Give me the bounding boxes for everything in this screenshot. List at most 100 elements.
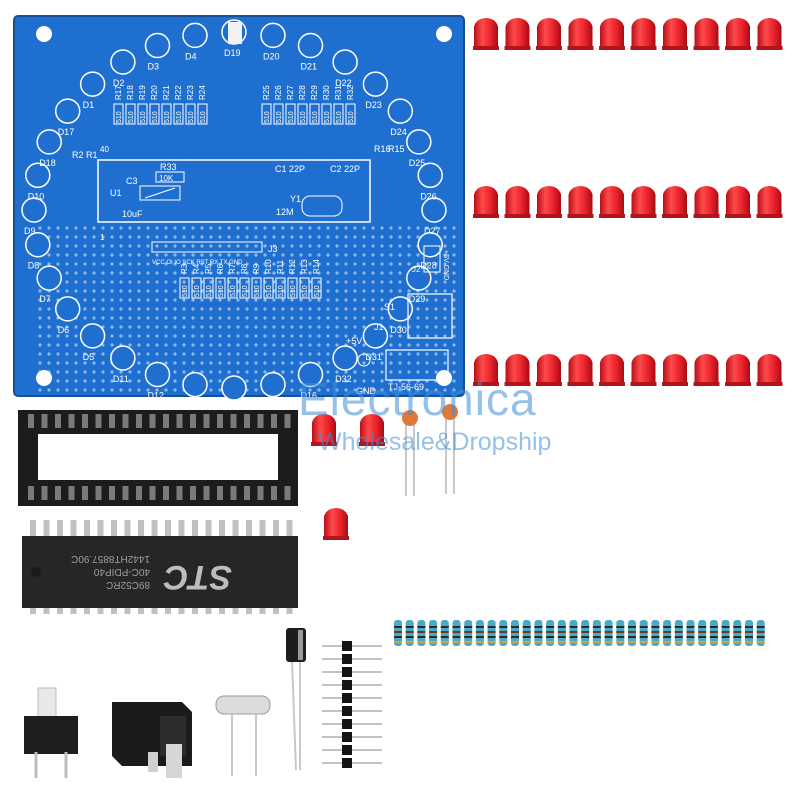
resistor-band bbox=[698, 636, 707, 638]
pcb-led-footprint bbox=[144, 32, 171, 59]
pcb-led-footprint bbox=[362, 323, 389, 349]
pcb-resistor-value: 510 bbox=[336, 111, 343, 123]
resistor-band bbox=[464, 631, 473, 633]
resistor-band bbox=[534, 641, 543, 643]
pcb-led-label: D30 bbox=[390, 325, 407, 335]
resistor-band bbox=[639, 636, 648, 638]
chip-pin bbox=[246, 520, 252, 536]
pcb-resistor-label: R5 bbox=[204, 263, 213, 274]
pcb-led-label: D28 bbox=[420, 261, 437, 271]
pcb-led-label: D12 bbox=[148, 391, 165, 401]
led-dome bbox=[505, 18, 530, 38]
chip-pin bbox=[124, 608, 131, 614]
resistor-band bbox=[440, 641, 449, 643]
led-dome bbox=[537, 186, 561, 206]
socket-pin bbox=[136, 414, 142, 428]
resistor-band bbox=[499, 636, 508, 638]
led-rim bbox=[311, 442, 337, 446]
mounting-hole bbox=[436, 370, 452, 386]
resistor-band bbox=[429, 641, 438, 643]
header-spacer bbox=[342, 693, 352, 703]
pcb-resistor-label: R24 bbox=[198, 85, 207, 100]
pcb-resistor-value: 510 bbox=[242, 285, 249, 297]
gnd-label: GND bbox=[356, 386, 377, 396]
led-rim bbox=[599, 382, 625, 386]
chip-pin bbox=[192, 608, 198, 614]
resistor-band bbox=[721, 636, 730, 638]
chip-pin bbox=[138, 608, 144, 614]
r1-label: R1 bbox=[86, 150, 98, 160]
pcb-resistor-footprint bbox=[251, 277, 262, 299]
socket-pin bbox=[55, 486, 61, 500]
socket-pin bbox=[82, 486, 88, 500]
resistor-band bbox=[745, 636, 753, 638]
socket-pin bbox=[95, 414, 102, 428]
s1-footprint bbox=[407, 293, 453, 339]
socket-pin bbox=[203, 414, 210, 428]
resistor-band bbox=[628, 641, 636, 643]
led-rim bbox=[756, 46, 783, 50]
led-dome bbox=[537, 354, 561, 374]
c3-label: C3 bbox=[126, 176, 138, 186]
pcb-resistor-label: R12 bbox=[288, 259, 297, 274]
r33-footprint bbox=[155, 171, 185, 183]
resistor-band bbox=[534, 631, 543, 633]
resistor-band bbox=[592, 626, 601, 628]
led-dome bbox=[757, 18, 782, 38]
resistor-band bbox=[546, 631, 555, 633]
socket-pin bbox=[163, 486, 169, 500]
led-rim bbox=[630, 46, 657, 50]
pcb-led-footprint bbox=[297, 32, 324, 59]
socket-pin bbox=[163, 414, 169, 428]
resistor-band bbox=[745, 641, 753, 643]
resistor-band bbox=[405, 631, 414, 633]
pcb-resistor-label: R4 bbox=[192, 263, 201, 274]
resistor-band bbox=[698, 631, 707, 633]
pcb-resistor-footprint bbox=[173, 103, 184, 125]
r33-value: 10K bbox=[159, 174, 174, 183]
pcb-led-footprint bbox=[406, 129, 432, 155]
resistor-band bbox=[721, 641, 730, 643]
socket-pin bbox=[271, 486, 277, 500]
led-rim bbox=[504, 46, 531, 50]
pcb-resistor-value: 510 bbox=[164, 111, 171, 123]
resistor-band bbox=[604, 626, 613, 628]
crystal-footprint bbox=[301, 195, 343, 217]
resistor-band bbox=[464, 626, 473, 628]
pcb-led-label: D7 bbox=[39, 294, 51, 304]
resistor-band bbox=[405, 641, 414, 643]
pcb-resistor-footprint bbox=[125, 103, 136, 125]
pcb-resistor-footprint bbox=[149, 103, 160, 125]
resistor-band bbox=[429, 626, 438, 628]
mounting-hole bbox=[36, 370, 52, 386]
chip-pin bbox=[43, 608, 50, 614]
pcb-resistor-label: R26 bbox=[274, 85, 283, 100]
resistor-band bbox=[569, 641, 578, 643]
resistor-band bbox=[546, 641, 555, 643]
resistor-band bbox=[581, 636, 590, 638]
resistor-band bbox=[756, 636, 765, 638]
resistor-band bbox=[686, 626, 695, 628]
socket-pin bbox=[28, 486, 34, 500]
pcb-led-footprint bbox=[332, 345, 358, 371]
chip-pin bbox=[138, 520, 144, 536]
j3-pin-labels: VCC OI IO SCK RST RX TX GND bbox=[152, 260, 243, 266]
resistor-band bbox=[721, 631, 730, 633]
socket-pin bbox=[41, 414, 48, 428]
pcb-led-footprint bbox=[260, 371, 286, 398]
chip-pin bbox=[232, 608, 239, 614]
pcb-resistor-label: R32 bbox=[346, 85, 355, 100]
pcb-resistor-value: 510 bbox=[200, 111, 207, 123]
pcb-led-label: D20 bbox=[263, 51, 280, 61]
pcb-led-footprint bbox=[260, 22, 286, 49]
led-dome bbox=[757, 186, 782, 206]
resistor-band bbox=[663, 631, 672, 633]
pcb-led-label: D13 bbox=[185, 401, 202, 411]
pcb-resistor-footprint bbox=[203, 277, 214, 299]
mcu-chip: STC 89C52RC 40C-PDIP40 1442HT8857.90C bbox=[22, 536, 298, 608]
pcb-led-footprint bbox=[387, 98, 414, 124]
socket-pin bbox=[68, 414, 75, 428]
chip-pin bbox=[246, 608, 252, 614]
pcb-resistor-value: 510 bbox=[188, 111, 195, 123]
resistor-band bbox=[745, 631, 753, 633]
